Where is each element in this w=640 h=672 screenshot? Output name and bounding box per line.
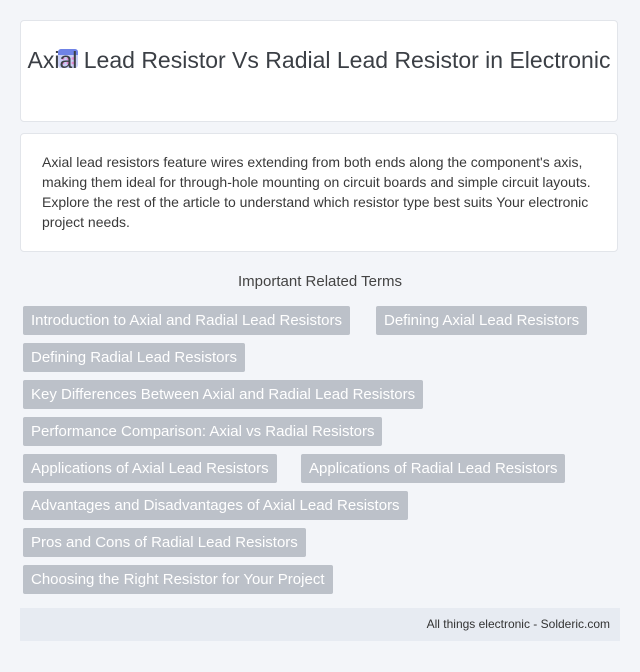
related-terms-heading: Important Related Terms: [238, 273, 402, 290]
term-tag[interactable]: Defining Radial Lead Resistors: [23, 343, 245, 372]
term-tag[interactable]: Choosing the Right Resistor for Your Pro…: [23, 565, 333, 594]
term-tag[interactable]: Performance Comparison: Axial vs Radial …: [23, 417, 383, 446]
term-tag[interactable]: Applications of Radial Lead Resistors: [301, 454, 566, 483]
term-tag[interactable]: Advantages and Disadvantages of Axial Le…: [23, 491, 408, 520]
term-tag[interactable]: Applications of Axial Lead Resistors: [23, 454, 277, 483]
calendar-icon: [58, 49, 78, 68]
page-title: Axial Lead Resistor Vs Radial Lead Resis…: [27, 47, 611, 73]
header-card: Axial Lead Resistor Vs Radial Lead Resis…: [20, 20, 618, 122]
footer-bar: All things electronic - Solderic.com: [20, 608, 620, 641]
term-tag[interactable]: Pros and Cons of Radial Lead Resistors: [23, 528, 306, 557]
term-tag[interactable]: Key Differences Between Axial and Radial…: [23, 380, 424, 409]
intro-card: Axial lead resistors feature wires exten…: [20, 133, 618, 252]
intro-paragraph: Axial lead resistors feature wires exten…: [42, 154, 591, 230]
term-tag[interactable]: Introduction to Axial and Radial Lead Re…: [23, 306, 351, 335]
footer-credit: All things electronic - Solderic.com: [426, 617, 610, 631]
term-tag[interactable]: Defining Axial Lead Resistors: [376, 306, 588, 335]
